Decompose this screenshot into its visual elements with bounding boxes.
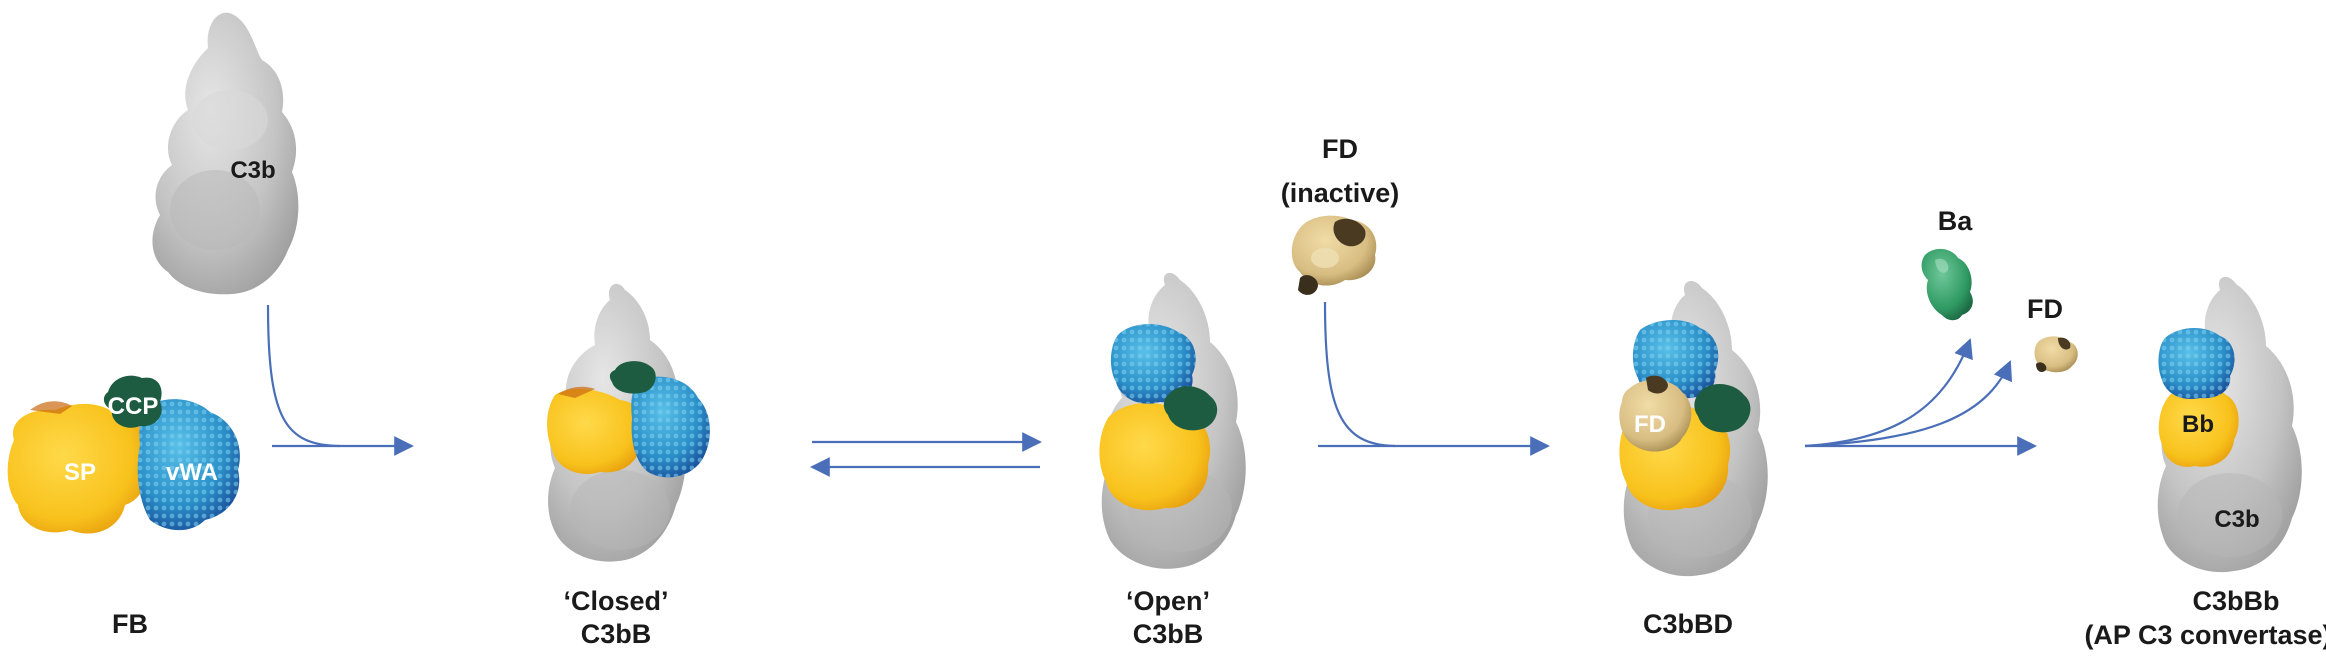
fb-ccp-label: CCP [108,393,159,420]
closed-caption-line1: ‘Closed’ [563,586,668,616]
c3bbb-caption-line1: C3bBb [2193,586,2280,616]
c3bbd-fd-label: FD [1634,411,1666,438]
arrows-cleavage [1804,338,2037,456]
c3bbd-caption: C3bBD [1643,609,1733,639]
fb-vwa-label: vWA [166,459,218,486]
closed-caption-line2: C3bB [581,619,652,649]
fb-molecule: CCP SP vWA [7,375,240,534]
ba-fragment: Ba [1921,206,1973,321]
open-c3bb-complex [1099,272,1246,569]
c3bbb-c3b-label: C3b [2214,506,2259,533]
c3bbb-caption-line2: (AP C3 convertase) [2084,620,2326,650]
c3bbd-complex: FD [1619,280,1768,577]
arrow-fd-binding [1318,301,1550,456]
open-caption-line2: C3bB [1133,619,1204,649]
equilibrium-arrows [810,432,1042,477]
fd-inactive-label-line1: FD [1322,134,1358,164]
c3bbb-bb-label: Bb [2182,411,2214,438]
open-caption-line1: ‘Open’ [1126,586,1210,616]
c3b-free-molecule: C3b [152,12,299,295]
fd-released-label: FD [2027,294,2063,324]
ba-label: Ba [1938,206,1973,236]
c3bbb-complex: Bb C3b [2157,276,2302,573]
c3b-free-label: C3b [230,157,275,184]
fd-released-molecule: FD [2027,294,2078,373]
fb-sp-label: SP [64,459,96,486]
fb-caption: FB [112,609,148,639]
closed-c3bb-complex [547,283,710,562]
fd-inactive-molecule: FD (inactive) [1281,134,1400,295]
arrow-binding [266,304,414,456]
fd-inactive-label-line2: (inactive) [1281,178,1400,208]
